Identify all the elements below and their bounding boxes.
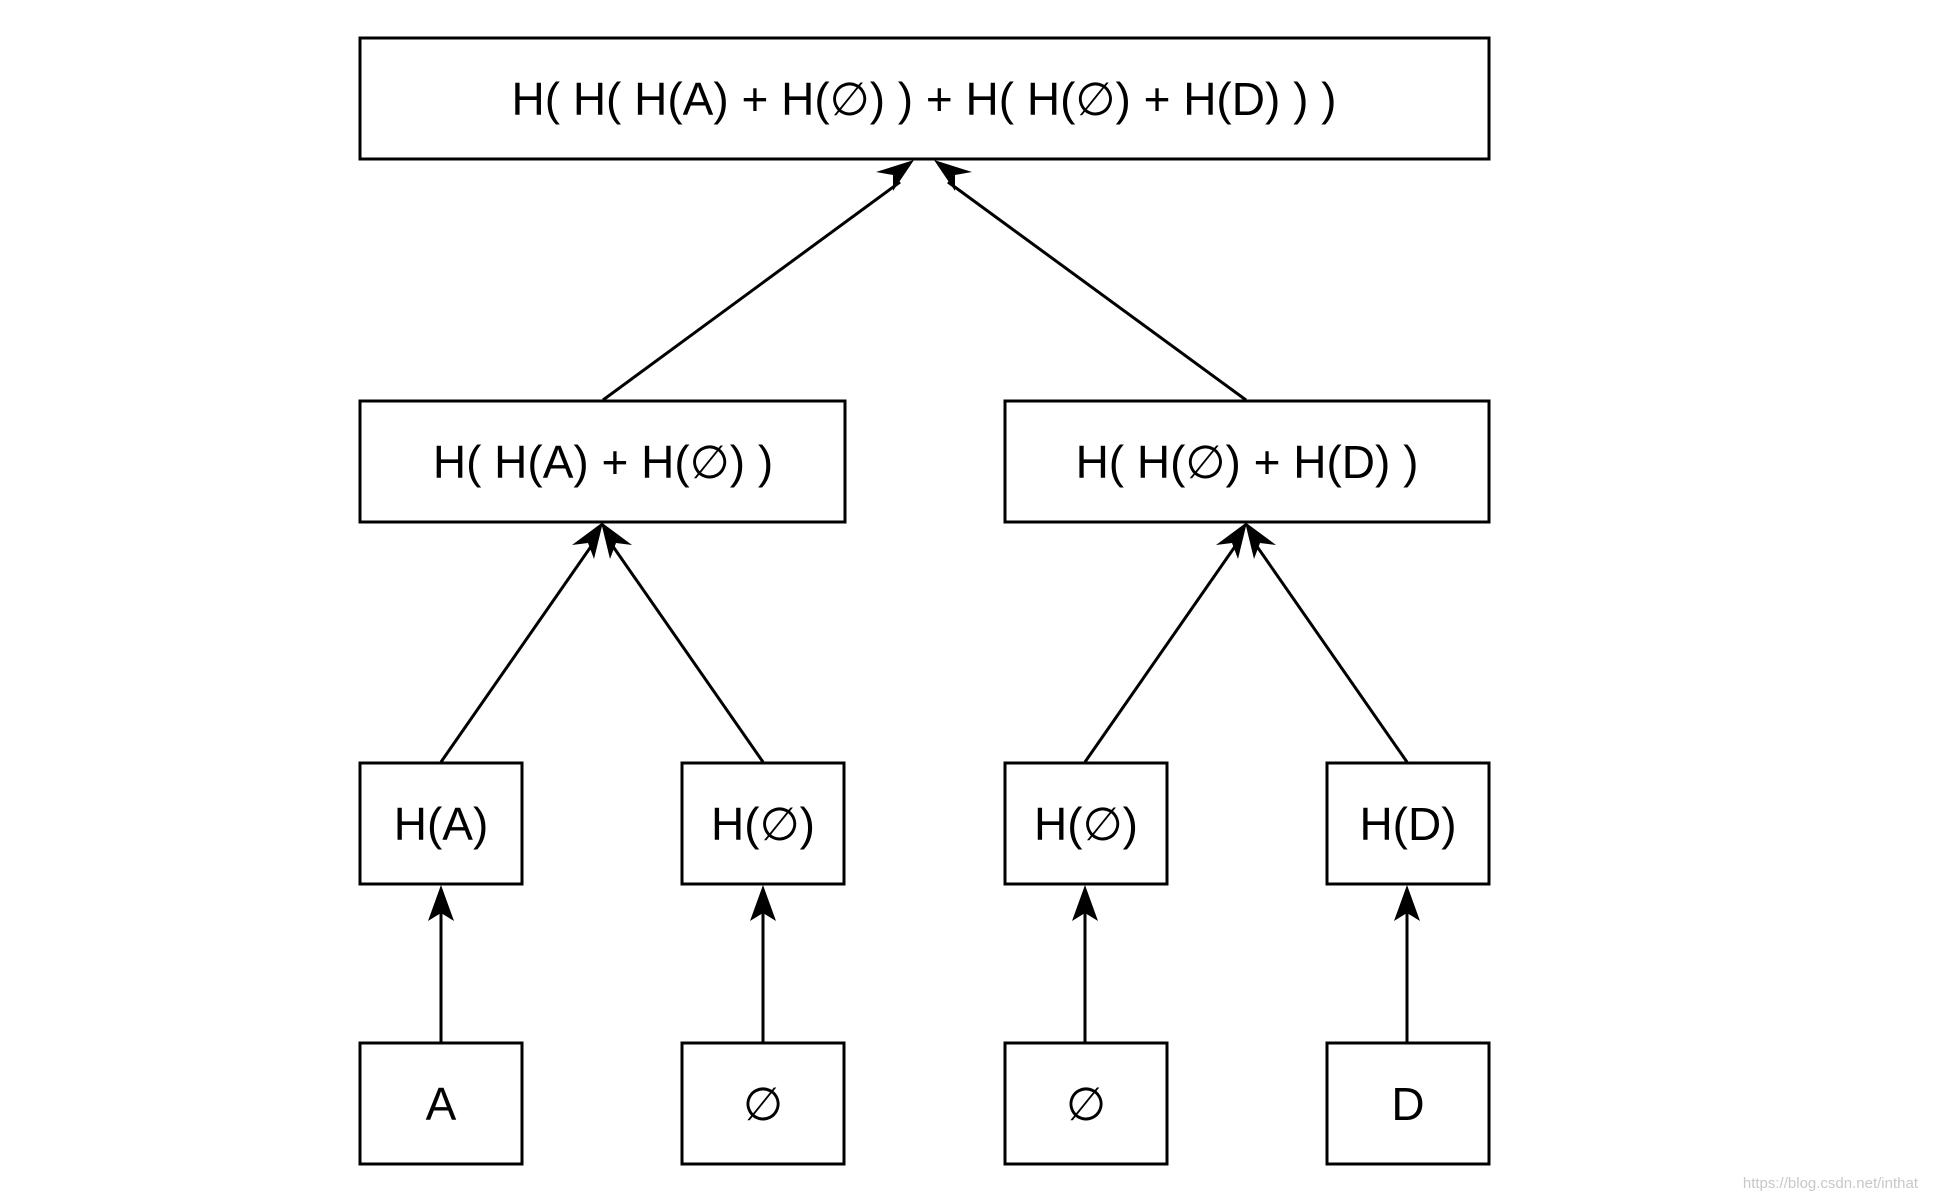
edge-hash-empty-2-to-mid-right — [1083, 544, 1238, 763]
node-hash-empty-1-label: H(∅) — [711, 798, 815, 850]
arrow-head-hash-a — [428, 885, 454, 921]
edge-hash-a-to-mid-left — [439, 544, 594, 763]
node-mid-right-label: H( H(∅) + H(D) ) — [1076, 436, 1419, 488]
node-hash-empty-2: H(∅) — [1003, 761, 1169, 886]
arrow-head-mid-right-b — [1245, 522, 1276, 559]
edge-hash-d-to-mid-right — [1254, 544, 1409, 763]
watermark-url: https://blog.csdn.net/inthat — [1742, 1175, 1918, 1192]
edge-mid-right-to-root — [947, 180, 1247, 402]
arrow-head-hash-empty-1 — [750, 885, 776, 921]
node-hash-a-label: H(A) — [394, 798, 489, 850]
node-root: H( H( H(A) + H(∅) ) + H( H(∅) + H(D) ) ) — [358, 36, 1491, 161]
arrow-head-hash-d — [1394, 885, 1420, 921]
node-leaf-empty-2-label: ∅ — [1066, 1078, 1106, 1130]
node-leaf-empty-2: ∅ — [1003, 1041, 1169, 1166]
node-hash-d: H(D) — [1325, 761, 1491, 886]
arrow-head-root-b — [934, 160, 972, 191]
node-hash-empty-1: H(∅) — [680, 761, 846, 886]
node-hash-empty-2-label: H(∅) — [1034, 798, 1138, 850]
edge-mid-left-to-root — [602, 180, 901, 402]
node-leaf-empty-1-label: ∅ — [743, 1078, 783, 1130]
node-mid-left: H( H(A) + H(∅) ) — [358, 399, 847, 524]
arrow-head-mid-left-a — [572, 522, 603, 559]
node-leaf-d-label: D — [1391, 1078, 1424, 1130]
edges — [428, 160, 1420, 1042]
edge-hash-empty-1-to-mid-left — [610, 544, 765, 763]
node-leaf-a: A — [358, 1041, 524, 1166]
node-leaf-a-label: A — [426, 1078, 457, 1130]
node-leaf-empty-1: ∅ — [680, 1041, 846, 1166]
node-mid-right: H( H(∅) + H(D) ) — [1003, 399, 1491, 524]
node-leaf-d: D — [1325, 1041, 1491, 1166]
arrow-head-root-a — [876, 160, 914, 191]
node-hash-d-label: H(D) — [1359, 798, 1456, 850]
node-hash-a: H(A) — [358, 761, 524, 886]
node-root-label: H( H( H(A) + H(∅) ) + H( H(∅) + H(D) ) ) — [512, 73, 1337, 125]
arrow-head-mid-right-a — [1216, 522, 1247, 559]
arrow-head-mid-left-b — [601, 522, 632, 559]
node-mid-left-label: H( H(A) + H(∅) ) — [433, 436, 773, 488]
arrow-head-hash-empty-2 — [1072, 885, 1098, 921]
